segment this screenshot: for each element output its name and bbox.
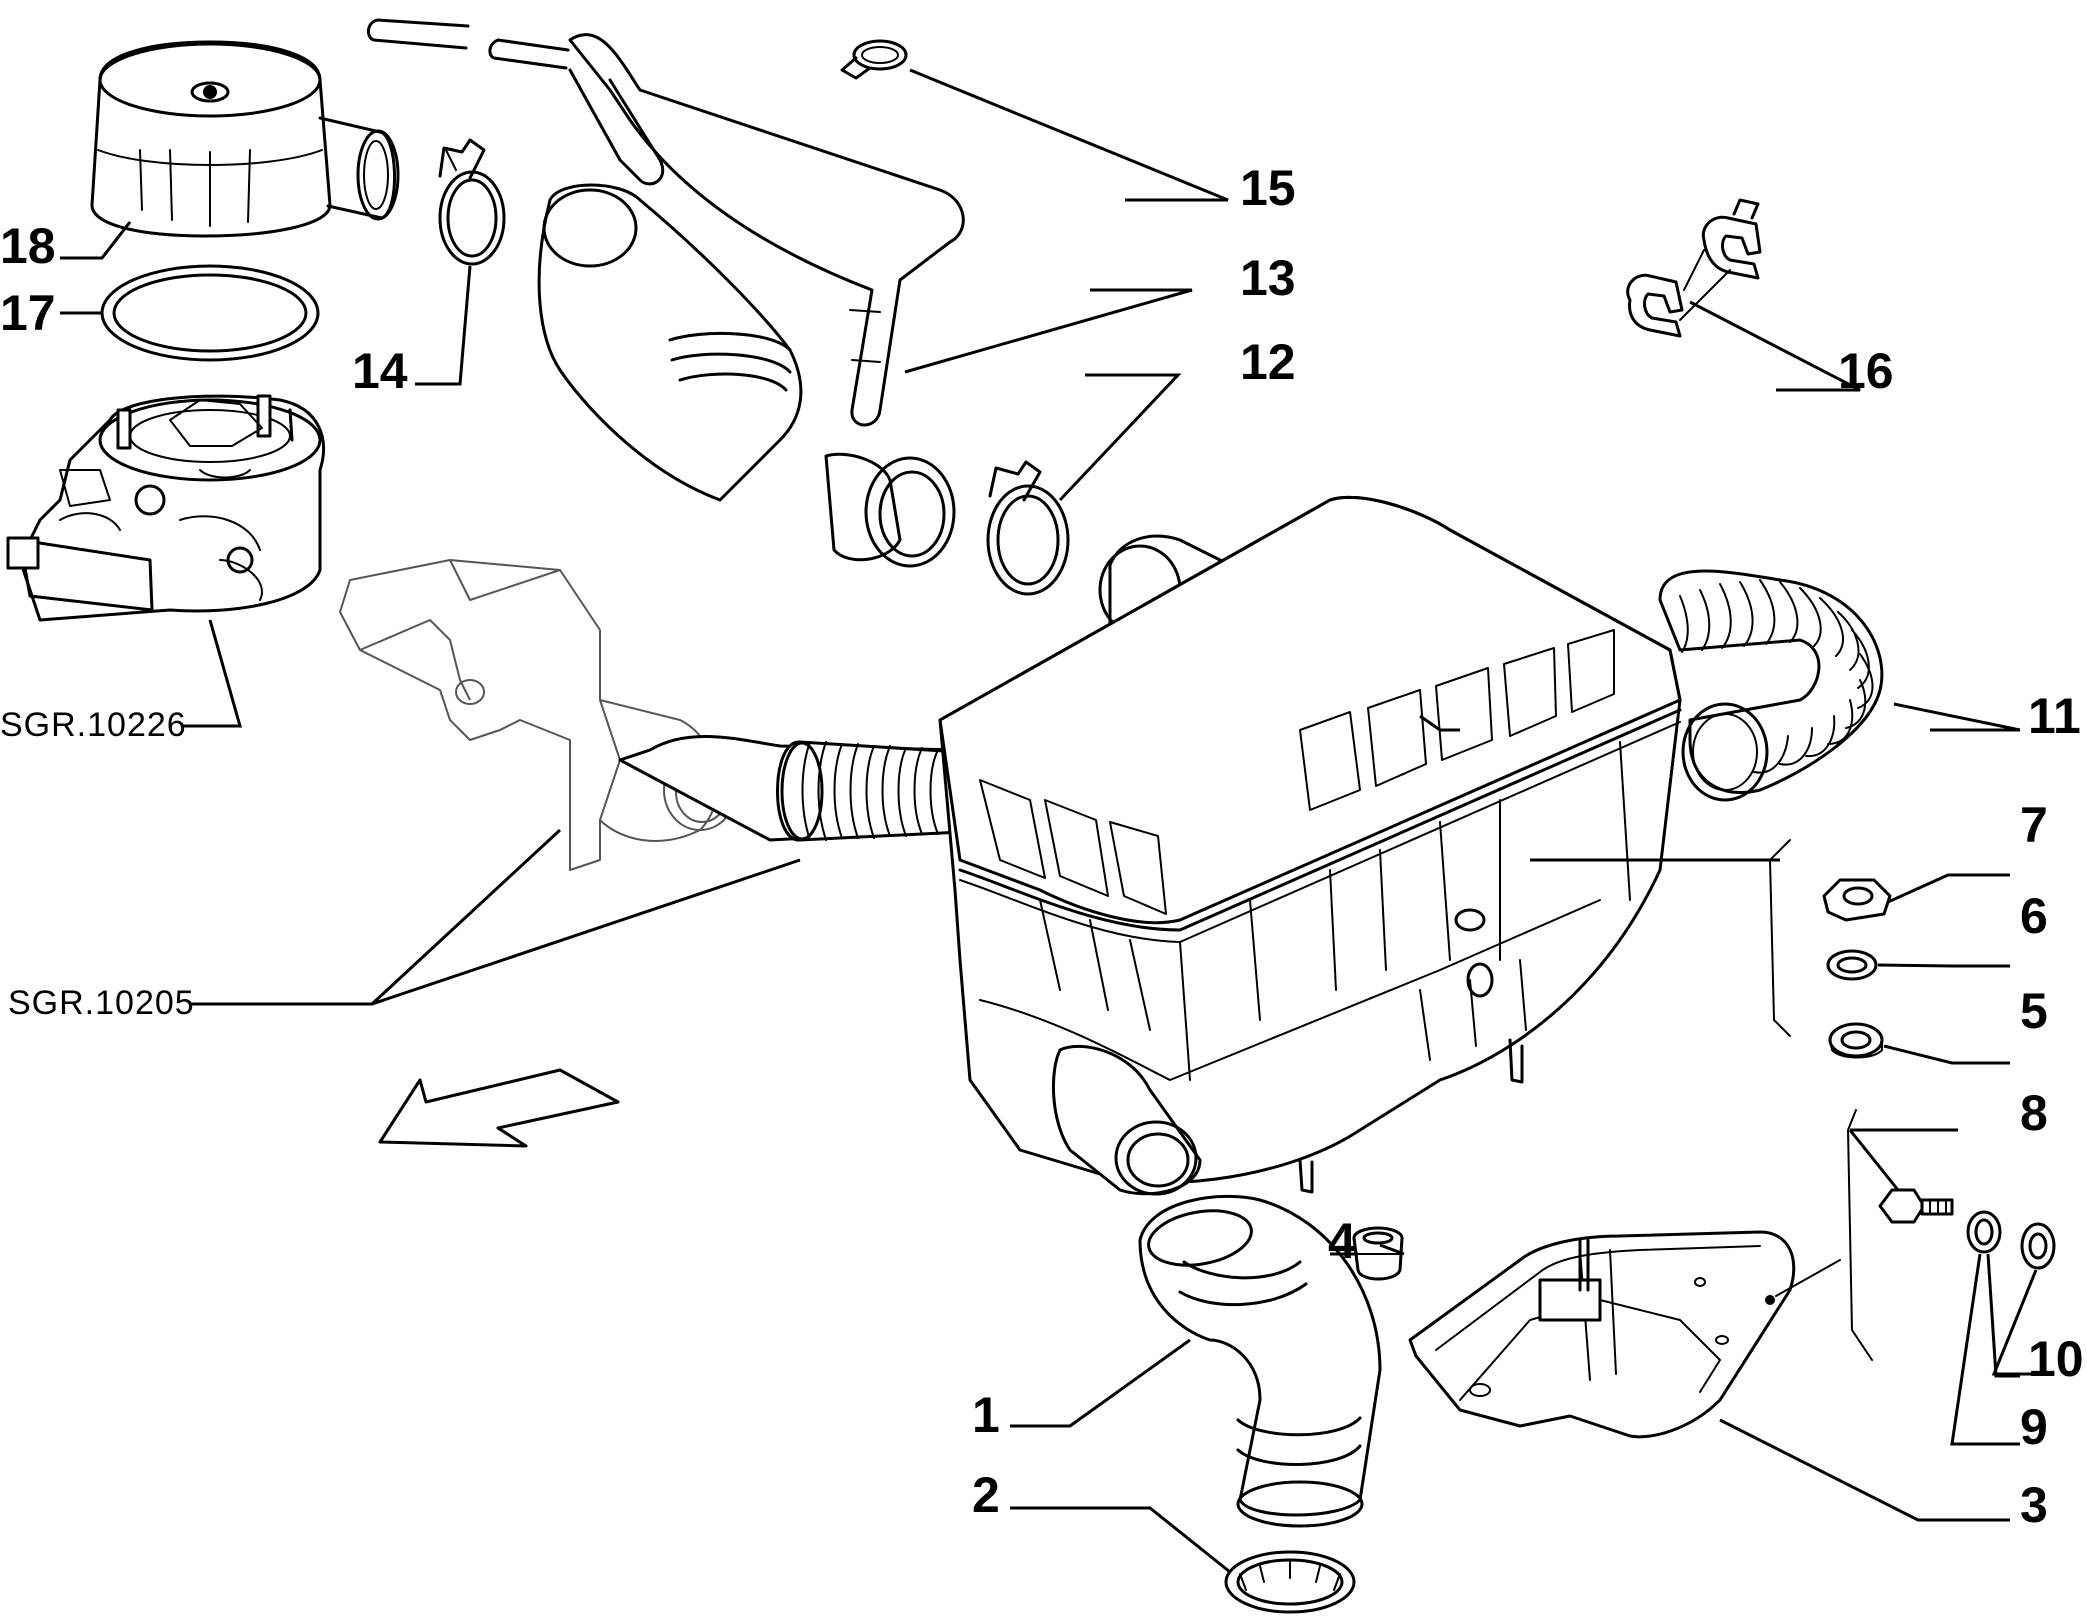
part-1-intake-hose: [1138, 1194, 1382, 1528]
intake-duct-bracket: [339, 559, 737, 871]
part-18-breather-cap: [90, 40, 400, 238]
part-6-lock-washer: [1826, 949, 1878, 981]
callout-14: 14: [352, 343, 408, 399]
air-filter-housing: [938, 495, 1682, 1196]
part-8-bolt: [1878, 1188, 1954, 1224]
callout-2: 2: [972, 1467, 1000, 1523]
callout-16: 16: [1838, 343, 1894, 399]
part-14-hose-clamp: [438, 138, 506, 266]
callout-numbers: 18 17 14 15 13 12 16 11 7 6 5 8 10 9 3 4…: [0, 160, 2084, 1533]
part-13-breather-hose: [367, 18, 965, 568]
callout-15: 15: [1240, 160, 1296, 216]
callout-10: 10: [2028, 1331, 2084, 1387]
callout-1: 1: [972, 1387, 1000, 1443]
corrugated-hose-left: [618, 734, 964, 842]
part-16-clips: [1626, 198, 1762, 338]
part-4-plug: [1352, 1226, 1404, 1281]
callout-12: 12: [1240, 334, 1296, 390]
leader-lines: [60, 68, 2040, 1574]
part-15-small-clamp: [840, 39, 908, 80]
reference-sgr-10226: SGR.10226: [0, 706, 187, 744]
part-3-support-bracket: [1408, 1230, 1841, 1439]
callout-7: 7: [2020, 797, 2048, 853]
part-9-lock-washer: [1966, 1210, 2002, 1254]
part-17-sealing-ring: [100, 264, 320, 362]
group-bracket-8-10: [1847, 1109, 1873, 1361]
part-11-corrugated-hose: [1658, 569, 1884, 802]
callout-3: 3: [2020, 1477, 2048, 1533]
part-12-hose-clamp: [986, 460, 1070, 596]
callout-4: 4: [1328, 1213, 1356, 1269]
direction-arrow: [378, 1068, 620, 1148]
part-10-washer: [2020, 1222, 2056, 1270]
callout-5: 5: [2020, 983, 2048, 1039]
part-2-collar-ring: [1224, 1550, 1356, 1614]
callout-11: 11: [2028, 688, 2081, 744]
callout-18: 18: [0, 218, 56, 274]
callout-9: 9: [2020, 1399, 2048, 1455]
reference-sgr-10205: SGR.10205: [8, 984, 195, 1022]
part-5-washer: [1828, 1022, 1884, 1059]
group-bracket-5-7: [1769, 839, 1791, 1037]
callout-17: 17: [0, 285, 56, 341]
callout-6: 6: [2020, 888, 2048, 944]
callout-13: 13: [1240, 250, 1296, 306]
carburettor-assembly: [6, 394, 326, 622]
part-7-nut: [1822, 878, 1892, 922]
callout-8: 8: [2020, 1085, 2048, 1141]
